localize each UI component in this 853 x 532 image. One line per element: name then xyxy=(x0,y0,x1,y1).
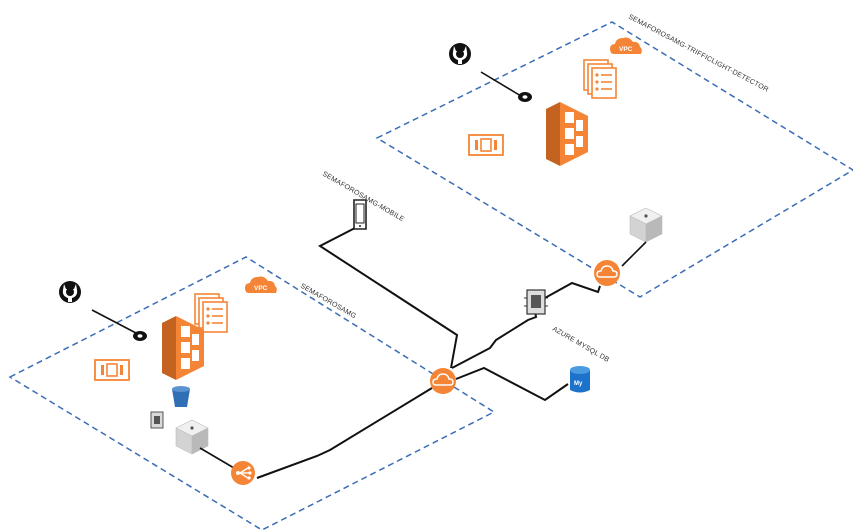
instance-link-line xyxy=(621,241,647,267)
zone-label-main: SEMAFOROSAMG xyxy=(299,283,357,321)
server-chip-icon xyxy=(524,289,548,315)
github-link-line xyxy=(91,309,137,334)
task-document-icon xyxy=(583,59,617,99)
container-cluster-icon xyxy=(162,316,204,380)
key-icon xyxy=(518,92,532,102)
load-balancer-icon xyxy=(231,461,255,485)
database-label: AZURE MYSQL DB xyxy=(551,326,610,364)
github-icon xyxy=(59,281,81,303)
connector-lines xyxy=(256,227,601,479)
mobile-phone-icon xyxy=(353,199,367,230)
vpc-zone-detector xyxy=(375,21,853,298)
internet-gateway-icon xyxy=(429,367,457,395)
container-stack-icon xyxy=(468,134,504,156)
vpc-zone-main xyxy=(8,256,496,531)
vpc-cloud-icon: VPC xyxy=(610,37,642,54)
svg-text:VPC: VPC xyxy=(254,285,268,292)
key-icon xyxy=(133,331,147,341)
container-cluster-icon xyxy=(546,102,588,166)
zone-label-detector: SEMAFOROSAMG-TRIFFICLIGHT-DETECTOR xyxy=(627,14,769,94)
github-link-line xyxy=(480,71,522,97)
storage-bucket-icon xyxy=(172,386,190,407)
github-icon xyxy=(449,43,471,65)
svg-text:VPC: VPC xyxy=(619,46,633,53)
task-document-icon xyxy=(194,293,228,333)
svg-text:My: My xyxy=(574,381,583,387)
mysql-database-icon: My xyxy=(570,366,590,393)
vpc-cloud-icon: VPC xyxy=(245,276,277,293)
instance-link-line xyxy=(199,447,235,469)
container-stack-icon xyxy=(94,359,130,381)
compute-instance-icon xyxy=(629,207,663,243)
compute-instance-icon xyxy=(175,419,209,455)
server-chip-icon xyxy=(150,411,164,429)
internet-gateway-icon xyxy=(593,259,621,287)
